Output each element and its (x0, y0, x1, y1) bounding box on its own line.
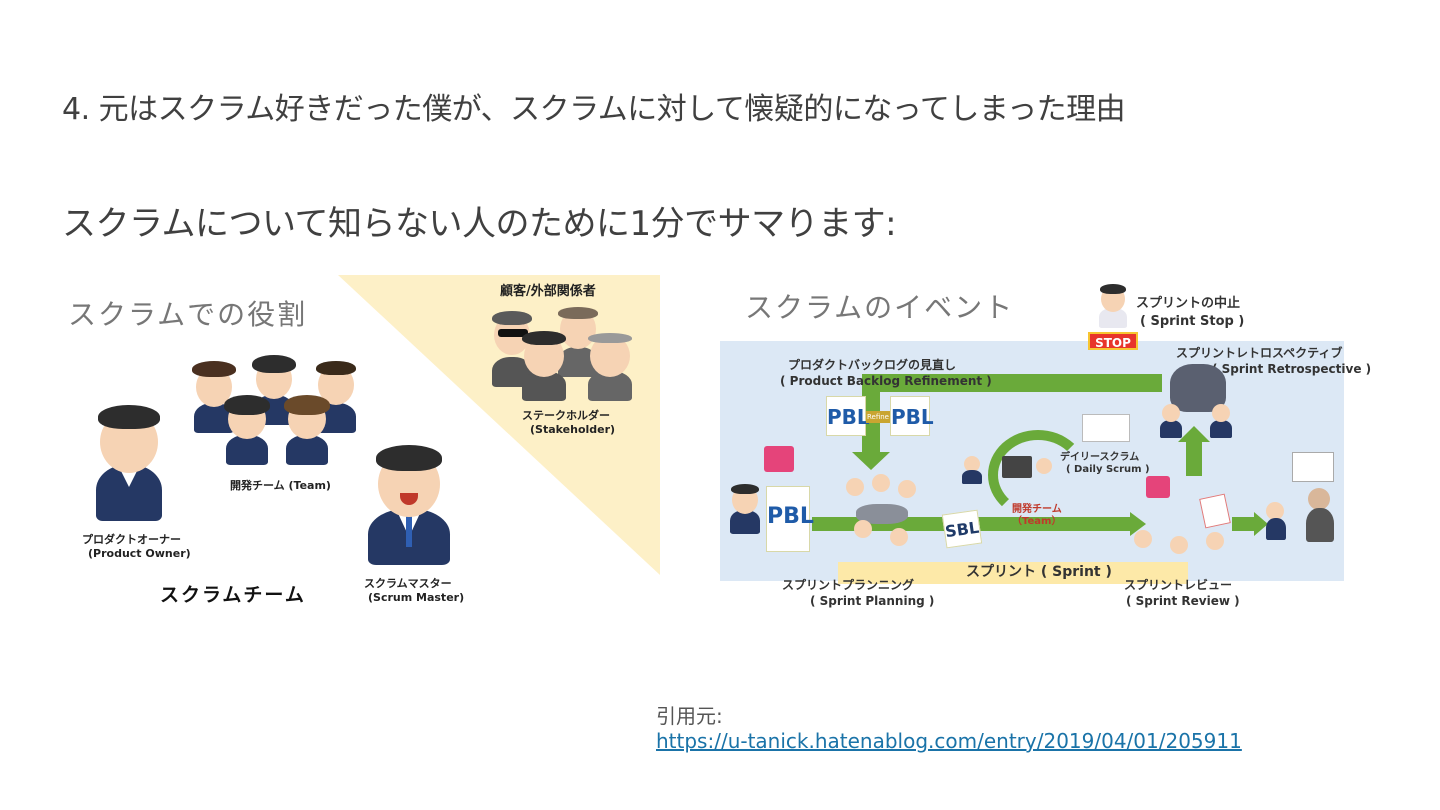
review-arrow (1232, 517, 1256, 531)
refinement-label-jp: プロダクトバックログの見直し (788, 358, 957, 372)
planning-label-jp: スプリントプランニング (782, 578, 915, 592)
pbl-card-before: PBL (826, 396, 870, 436)
sprint-band (838, 562, 1188, 584)
scrum-master-label-en: (Scrum Master) (368, 591, 465, 604)
retro-label-en: ( Sprint Retrospective ) (1212, 362, 1372, 376)
daily-scrum-spiral (988, 430, 1088, 520)
team-label-en: （Team） (1012, 516, 1062, 527)
refinement-arrow (862, 374, 1162, 392)
review-label-en: ( Sprint Review ) (1126, 594, 1240, 608)
sprint-review-illustration (1130, 476, 1231, 566)
arrow-head-right-2 (1254, 512, 1268, 536)
product-backlog-card: PBL (766, 486, 814, 552)
slide-title: 4. 元はスクラム好きだった僕が、スクラムに対して懐疑的になってしまった理由 (62, 92, 1126, 127)
product-owner-label-jp: プロダクトオーナー (82, 533, 181, 546)
dev-team-illustration (190, 355, 365, 469)
stakeholders-illustration (488, 307, 638, 405)
refinement-label-en: ( Product Backlog Refinement ) (780, 374, 992, 388)
roles-illustration: スクラムでの役割 顧客/外部関係者 ステークホルダー (Stakeholder) (60, 275, 660, 620)
scrum-master-label-jp: スクラムマスター (364, 577, 452, 590)
sprint-label: スプリント ( Sprint ) (966, 564, 1112, 580)
source-link[interactable]: https://u-tanick.hatenablog.com/entry/20… (656, 729, 1242, 753)
planning-label-en: ( Sprint Planning ) (810, 594, 935, 608)
daily-board-illustration (1074, 414, 1138, 450)
sprint-backlog-card: SBL (941, 509, 983, 549)
retro-illustration (1160, 364, 1236, 440)
arrow-head-down (852, 452, 890, 470)
retro-up-arrow (1186, 440, 1202, 476)
product-owner-illustration (94, 405, 164, 525)
review-label-jp: スプリントレビュー (1124, 578, 1233, 592)
sprint-stop-label-en: ( Sprint Stop ) (1140, 314, 1245, 329)
slide-subtitle: スクラムについて知らない人のために1分でサマります: (62, 204, 897, 244)
delivery-illustration (1266, 452, 1342, 548)
sprint-stop-label-jp: スプリントの中止 (1136, 296, 1241, 311)
stakeholder-label-jp: ステークホルダー (522, 409, 610, 422)
arrow-head-up (1178, 426, 1210, 442)
events-heading: スクラムのイベント (745, 291, 1015, 324)
daily-scrum-label-en: ( Daily Scrum ) (1066, 464, 1150, 475)
stakeholder-label-en: (Stakeholder) (530, 423, 616, 436)
sprint-planning-illustration (842, 474, 922, 550)
daily-scrum-label-jp: デイリースクラム (1060, 452, 1140, 463)
scrum-master-illustration (364, 445, 454, 567)
dev-team-label: 開発チーム (Team) (230, 479, 331, 492)
retro-label-jp: スプリントレトロスペクティブ (1176, 346, 1343, 360)
gift-icon (764, 446, 794, 472)
product-owner-small (728, 484, 762, 536)
sprint-stop-person (1097, 284, 1129, 332)
source-label: 引用元: (656, 704, 723, 728)
refine-tag: Refine (866, 411, 890, 423)
scrum-team-label: スクラムチーム (160, 584, 306, 606)
product-owner-label-en: (Product Owner) (88, 547, 191, 560)
roles-heading: スクラムでの役割 (68, 298, 308, 331)
pbl-card-after: PBL (890, 396, 934, 436)
daily-scrum-illustration (962, 452, 1054, 506)
team-label-jp: 開発チーム (1012, 504, 1062, 515)
stakeholder-group-label: 顧客/外部関係者 (500, 284, 596, 299)
stop-sign: STOP (1088, 332, 1138, 350)
